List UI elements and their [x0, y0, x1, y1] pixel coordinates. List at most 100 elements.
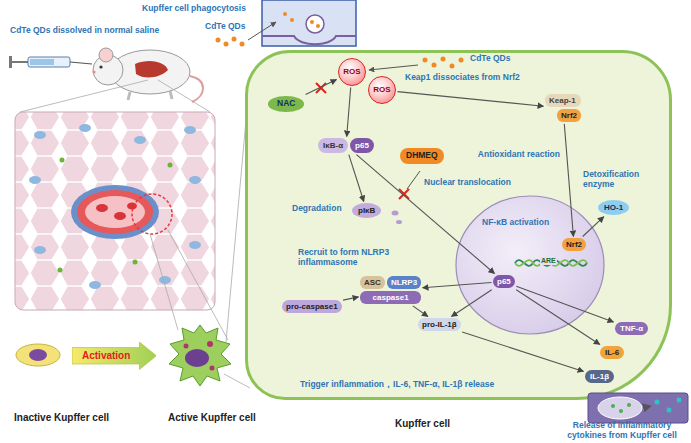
qd-dot	[232, 37, 237, 42]
node-text: NLRP3	[387, 276, 421, 289]
node-text: p65	[497, 277, 511, 286]
node-text: IκB-α	[318, 138, 348, 153]
qd-cluster	[423, 57, 464, 69]
il1b: IL-1β	[585, 370, 614, 383]
text-label: Kupffer cell phagocytosis	[142, 4, 246, 14]
connector-arrow	[516, 286, 613, 322]
connector-arrow	[452, 290, 492, 317]
nucleus-dot	[189, 241, 201, 249]
connector-arrow	[347, 88, 351, 137]
connector-arrow	[583, 217, 604, 237]
zoom-line	[158, 80, 210, 112]
ho1-enzyme: HO-1	[598, 200, 629, 215]
pikb-blob: pIκB	[352, 203, 381, 218]
node-text: NF-κB activation	[482, 218, 549, 228]
saline	[30, 59, 54, 65]
node-text: NAC	[277, 98, 295, 108]
nucleus-dot	[134, 136, 146, 144]
kupffer-cell: Kupffer cellROSROSNACKeap-1Nrf2IκB-αp65D…	[245, 50, 672, 400]
x-stroke	[399, 189, 409, 199]
kupffer-dot	[133, 260, 138, 265]
qd-dot	[450, 64, 455, 69]
node-text: pIκB	[358, 206, 375, 215]
qd-dot	[441, 57, 446, 62]
x-stroke	[316, 83, 326, 93]
node-text: ASC	[360, 276, 385, 289]
nrf2-protein: Nrf2	[562, 238, 586, 251]
ikb-p65-complex: IκB-αp65	[318, 138, 374, 153]
node-text: p65	[350, 138, 374, 153]
nucleus-shape	[455, 195, 605, 335]
cell-body	[16, 344, 60, 366]
node-text: pro-caspase1	[286, 302, 338, 311]
nucleus-dot	[159, 276, 171, 284]
liver	[135, 61, 168, 77]
lobule	[15, 112, 215, 310]
text-label: Active Kupffer cell	[168, 412, 256, 424]
nucleus-dot	[29, 176, 41, 184]
activation-arrow: Activation	[72, 342, 156, 370]
blood-cell	[96, 204, 108, 212]
tail	[190, 76, 203, 102]
needle	[70, 62, 92, 64]
qd-dot	[316, 24, 320, 28]
cell	[598, 397, 642, 419]
block-mark	[316, 83, 326, 93]
cytokine-dot	[667, 408, 672, 413]
eye	[99, 65, 102, 68]
edge-label: Keap1 dissociates from Nrf2	[405, 73, 520, 83]
nose	[92, 70, 95, 73]
cytokine-dot	[655, 400, 660, 405]
arrow-outline	[72, 342, 156, 370]
vessel-wall	[71, 185, 159, 239]
node-text: IL-6	[605, 348, 619, 357]
connector-arrow	[343, 297, 358, 300]
kupffer-dot	[168, 163, 173, 168]
node-text: IL-1β	[590, 372, 609, 381]
ear	[99, 48, 113, 62]
qd-dot	[432, 63, 437, 68]
nucleus: NF-κB activationNrf2 p65	[455, 195, 605, 335]
edge-label: Detoxification enzyme	[583, 170, 647, 190]
text-label: CdTe QDs	[470, 54, 510, 64]
membrane	[262, 36, 356, 44]
qd-dot	[224, 42, 229, 47]
block-mark	[399, 189, 409, 199]
nucleus-outline	[456, 196, 604, 334]
nlrp3-inflammasome: ASCNLRP3 caspase1	[360, 276, 421, 304]
node-text: caspase1	[360, 291, 421, 304]
node-text: TNF-α	[620, 324, 643, 333]
inset-box	[262, 0, 356, 46]
cell-nucleus	[185, 349, 209, 367]
nac-blob: NAC	[268, 96, 304, 112]
blood-cell	[114, 212, 126, 220]
pro-il1b: pro-IL-1β	[418, 318, 461, 331]
inhibition-line	[407, 171, 420, 189]
nucleus-dot	[79, 124, 91, 132]
active-kupffer-cell	[169, 325, 231, 386]
cell-body	[169, 325, 231, 386]
syringe	[9, 56, 92, 68]
ros-circle: ROS	[338, 58, 366, 86]
cytokine-release-inset	[588, 393, 688, 423]
connector-arrow	[516, 290, 600, 345]
nucleus-dot	[34, 246, 46, 254]
edge-label: Degradation	[292, 204, 342, 214]
zoom-line	[20, 80, 148, 112]
node-text: Keap-1	[545, 94, 581, 107]
granule	[207, 341, 213, 347]
ros-circle: ROS	[368, 76, 396, 104]
node-text: HO-1	[604, 203, 623, 212]
release-arrow	[643, 406, 651, 408]
qd-dot	[310, 20, 314, 24]
vesicle	[306, 15, 324, 33]
node-text: DHMEQ	[406, 150, 438, 160]
nucleus-dot	[34, 131, 46, 139]
text-label: ARE	[540, 257, 557, 265]
connector-arrow	[413, 306, 428, 317]
liver-tissue	[15, 112, 215, 310]
granule	[210, 366, 215, 371]
node-text: Kupffer cell	[395, 418, 450, 430]
x-stroke	[399, 189, 409, 199]
cell-nucleus	[29, 349, 47, 361]
